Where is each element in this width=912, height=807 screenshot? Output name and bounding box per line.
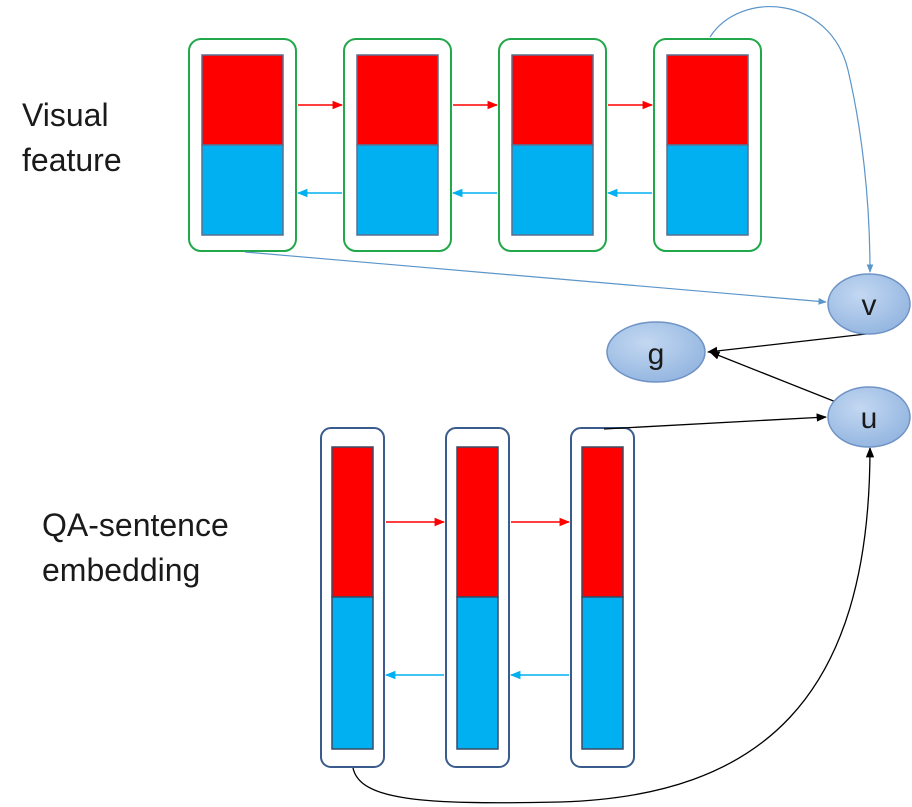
visual-label-line1: Visual [22,97,109,133]
node-u-label: u [861,402,878,435]
qa-last-to-u-arrow [603,413,828,430]
visual-last-to-v-arrow [709,6,874,273]
qa-cell-2 [445,427,510,768]
qa-cell-3 [570,427,635,768]
visual-first-to-v-arrow [244,251,827,305]
u-to-g-arrow [709,351,837,403]
node-u: u [827,386,911,448]
node-g-label: g [648,338,665,371]
node-v: v [827,273,911,335]
visual-cell-1 [188,38,297,252]
visual-cell-3 [498,38,607,252]
visual-label-line2: feature [22,142,122,178]
node-g: g [606,321,706,383]
node-v-label: v [862,289,877,322]
v-to-g-arrow [706,333,867,356]
visual-cell-2 [343,38,452,252]
qa-label-line1: QA-sentence [42,507,229,543]
qa-first-to-u-arrow [352,446,875,804]
qa-label-line2: embedding [42,552,200,588]
visual-cell-4 [653,38,762,252]
qa-cell-1 [320,427,385,768]
